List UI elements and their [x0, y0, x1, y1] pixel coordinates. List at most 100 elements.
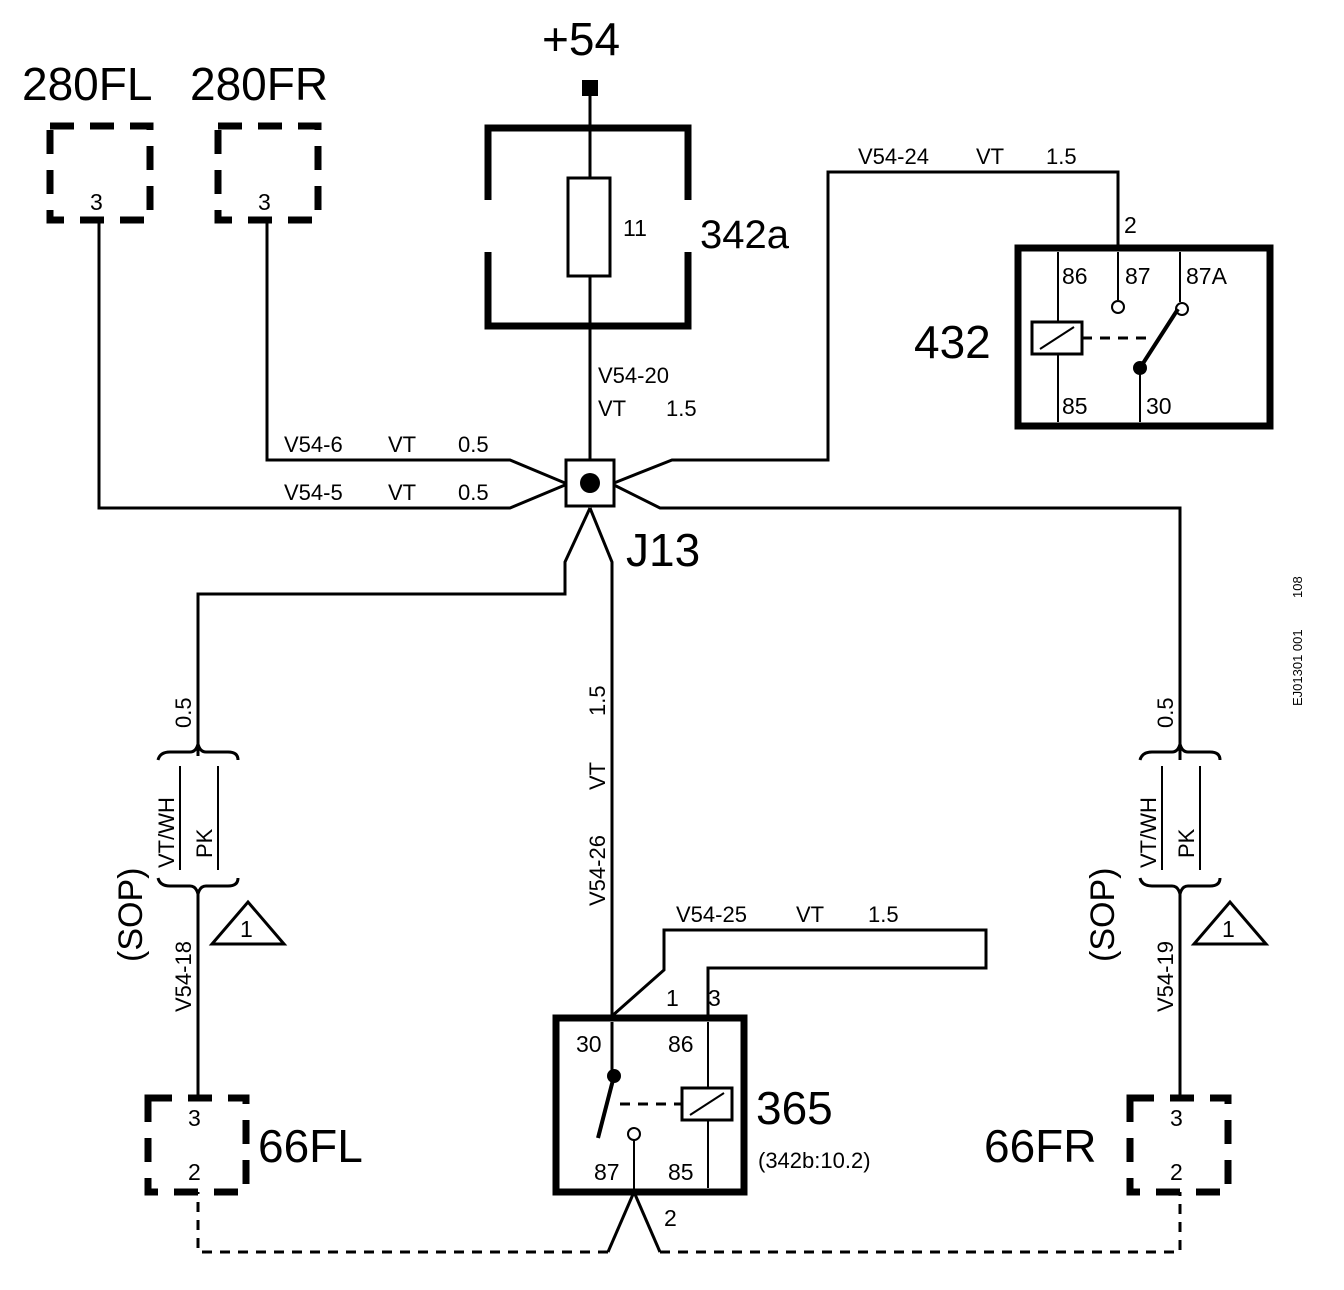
speaker-66fl-pin-top: 3 [188, 1105, 201, 1131]
relay-365-top-pin-3: 3 [708, 985, 721, 1011]
wire-v54-19-size: 0.5 [1153, 697, 1178, 728]
relay-432-box [1014, 244, 1274, 430]
speaker-280fl-pin: 3 [90, 189, 103, 215]
wire-v54-19-color-a: VT/WH [1136, 797, 1161, 868]
splice-j13: J13 [564, 458, 700, 576]
note-triangle-right-shape [1190, 899, 1270, 946]
speaker-66fl: 3 2 66FL [144, 1094, 363, 1196]
wire-v54-5-color: VT [388, 480, 416, 505]
speaker-280fl: 280FL 3 [22, 58, 154, 224]
relay-432: 2 86 87 87A 85 30 432 [914, 212, 1274, 430]
speaker-66fl-box [144, 1094, 250, 1196]
wire-v54-18-color-a: VT/WH [154, 797, 179, 868]
note-triangle-right: 1 [1190, 899, 1270, 946]
wire-v54-18-size: 0.5 [171, 697, 196, 728]
wire-v54-24-size: 1.5 [1046, 144, 1077, 169]
wire-v54-26-name: V54-26 [585, 835, 610, 906]
relay-432-pin-87: 87 [1125, 263, 1151, 289]
wire-v54-24-name: V54-24 [858, 144, 929, 169]
relay-365-ref: (342b:10.2) [758, 1148, 871, 1173]
speaker-280fr-pin: 3 [258, 189, 271, 215]
wire-v54-20-size: 1.5 [666, 396, 697, 421]
relay-432-input-pin: 2 [1124, 212, 1137, 238]
wire-v54-18-brace-top [156, 743, 240, 761]
wire-v54-20-color: VT [598, 396, 626, 421]
wire-v54-18-name: V54-18 [171, 941, 196, 1012]
speaker-280fr: 280FR 3 [190, 58, 328, 224]
relay-432-pin-85: 85 [1062, 393, 1088, 419]
speaker-66fl-label: 66FL [258, 1120, 363, 1172]
relay-365-label: 365 [756, 1082, 833, 1134]
relay-432-pin-86: 86 [1062, 263, 1088, 289]
supply-label: +54 [542, 13, 620, 65]
speaker-66fr-label: 66FR [984, 1120, 1096, 1172]
wire-v54-6-color: VT [388, 432, 416, 457]
relay-365-output-right [632, 1191, 662, 1253]
drawing-ref-code: EJ01301 001 [1290, 629, 1305, 706]
wire-v54-25 [611, 928, 988, 1018]
ground-wire-66fl [196, 1192, 608, 1254]
wire-v54-5 [97, 218, 566, 510]
wire-to-66fr [613, 483, 1182, 760]
wire-v54-6-name: V54-6 [284, 432, 343, 457]
wire-v54-5-name: V54-5 [284, 480, 343, 505]
wire-v54-26 [588, 507, 614, 1018]
wire-v54-18-color-b: PK [192, 828, 217, 858]
relay-365-pin-87: 87 [594, 1159, 620, 1185]
wire-v54-19-color-b: PK [1174, 828, 1199, 858]
wire-v54-6-size: 0.5 [458, 432, 489, 457]
wire-v54-6 [265, 218, 566, 485]
supply-terminal: +54 [542, 13, 620, 96]
fuse-element [566, 176, 612, 278]
supply-terminal-square [582, 80, 598, 96]
note-triangle-left-shape [208, 899, 288, 946]
relay-432-coil-slash [1039, 326, 1075, 350]
relay-432-pin-87a: 87A [1186, 263, 1228, 289]
wire-v54-18-brace-bottom [156, 877, 240, 895]
relay-365: 1 3 30 86 87 85 365 (342b:10.2) [552, 985, 871, 1196]
wire-v54-24-color: VT [976, 144, 1004, 169]
wire-v54-26-color: VT [585, 762, 610, 790]
note-triangle-left-number: 1 [240, 916, 253, 942]
relay-365-pin-30: 30 [576, 1031, 602, 1057]
wire-v54-25-color: VT [796, 902, 824, 927]
drawing-ref-number: 108 [1290, 576, 1305, 598]
ground-wire-66fr [660, 1192, 1182, 1254]
wire-v54-18-option: (SOP) [112, 868, 150, 962]
wire-v54-20-name: V54-20 [598, 363, 669, 388]
wire-v54-19-brace-bottom [1138, 877, 1222, 895]
speaker-66fr-pin-top: 3 [1170, 1105, 1183, 1131]
relay-365-output-left [606, 1191, 636, 1253]
speaker-66fl-pin-bottom: 2 [188, 1159, 201, 1185]
relay-365-output-pin: 2 [664, 1205, 677, 1231]
relay-365-pin-86: 86 [668, 1031, 694, 1057]
note-triangle-left: 1 [208, 899, 288, 946]
relay-432-switch-arm [1138, 307, 1180, 370]
splice-box [564, 458, 616, 508]
note-triangle-right-number: 1 [1222, 916, 1235, 942]
relay-365-box [552, 1014, 748, 1196]
wire-v54-25-size: 1.5 [868, 902, 899, 927]
wire-v54-24 [613, 170, 1120, 485]
wire-v54-19-brace-top [1138, 743, 1222, 761]
wire-v54-26-size: 1.5 [585, 685, 610, 716]
speaker-280fr-label: 280FR [190, 58, 328, 110]
wire-v54-25-name: V54-25 [676, 902, 747, 927]
relay-432-label: 432 [914, 316, 991, 368]
speaker-66fr: 3 2 66FR [984, 1094, 1232, 1196]
wire-to-66fl [196, 507, 592, 756]
speaker-66fr-pin-bottom: 2 [1170, 1159, 1183, 1185]
splice-label: J13 [626, 524, 700, 576]
fuse-block-342a: 11 342a [484, 96, 790, 475]
relay-365-switch-arm [596, 1075, 616, 1139]
wire-v54-5-size: 0.5 [458, 480, 489, 505]
wire-v54-19-name: V54-19 [1153, 941, 1178, 1012]
fuse-block-label: 342a [700, 213, 790, 257]
relay-365-87-contact [627, 1127, 641, 1141]
fuse-block-outline [484, 124, 692, 330]
relay-365-pin-85: 85 [668, 1159, 694, 1185]
relay-432-pin-30: 30 [1146, 393, 1172, 419]
relay-365-coil-slash [689, 1092, 725, 1116]
wire-v54-19-option: (SOP) [1084, 868, 1122, 962]
fuse-number: 11 [623, 215, 647, 241]
